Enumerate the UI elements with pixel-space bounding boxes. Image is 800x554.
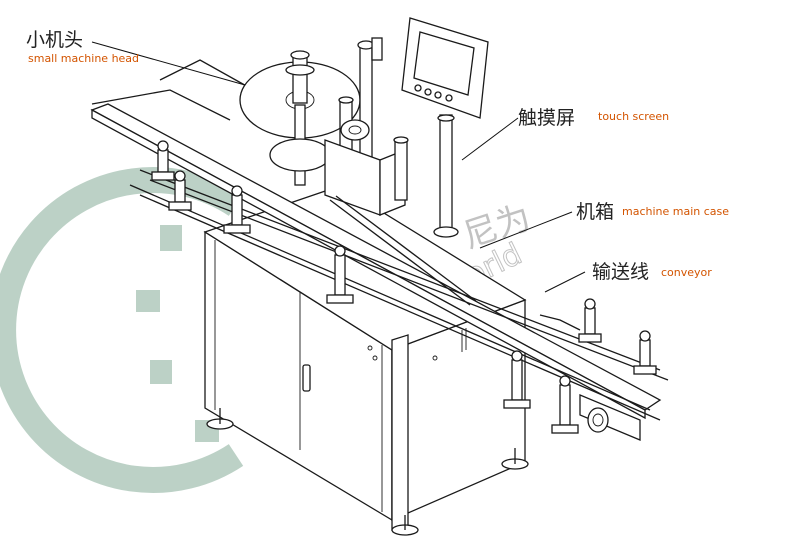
leader-lines — [91, 41, 586, 293]
label-machine-head: 小机头 small machine head — [26, 29, 139, 65]
labeling-machine — [90, 17, 669, 536]
rail-clamp — [578, 298, 602, 343]
label-touch-screen-cn: 触摸屏 — [518, 107, 575, 129]
small-machine-head — [239, 37, 477, 306]
label-main-case: 机箱 machine main case — [576, 201, 729, 223]
rail-clamp — [223, 185, 251, 234]
label-touch-screen: 触摸屏 touch screen — [518, 107, 669, 129]
watermark-gear-icon — [0, 167, 244, 493]
main-case-body — [203, 185, 527, 531]
label-touch-screen-en: touch screen — [598, 110, 669, 123]
touch-screen-unit — [401, 17, 489, 238]
conveyor-belt — [90, 59, 669, 441]
machine-feet — [206, 408, 529, 536]
rail-clamp — [503, 350, 531, 409]
label-machine-head-en: small machine head — [28, 52, 139, 65]
rail-clamp — [168, 170, 192, 211]
label-conveyor-cn: 输送线 — [592, 261, 649, 283]
rail-clamp — [633, 330, 657, 375]
rail-clamp — [326, 245, 354, 304]
rail-clamp — [151, 140, 175, 181]
label-main-case-en: machine main case — [622, 205, 729, 218]
rail-clamp — [551, 375, 579, 434]
label-main-case-cn: 机箱 — [576, 201, 614, 223]
rail-clamps — [151, 140, 657, 434]
label-machine-head-cn: 小机头 — [26, 29, 83, 51]
label-conveyor: 输送线 conveyor — [592, 261, 712, 283]
label-conveyor-en: conveyor — [661, 266, 712, 279]
